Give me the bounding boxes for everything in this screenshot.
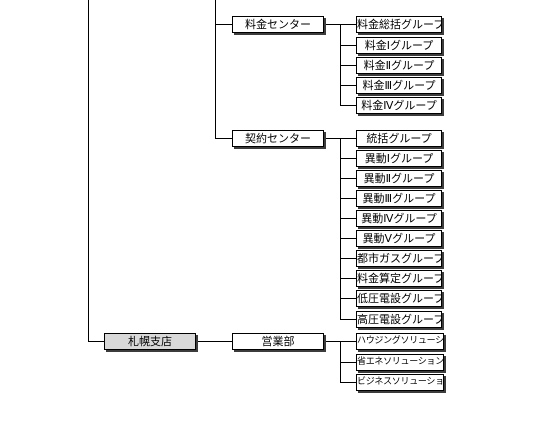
group-box: 異動Ⅳグループ (356, 210, 442, 227)
ryokin-tick (340, 65, 356, 66)
dept-eigyo-box: 営業部 (232, 333, 324, 350)
eigyo-tick (340, 362, 356, 363)
keiyaku-tick (340, 258, 356, 259)
trunk-to-sapporo-line (88, 341, 104, 342)
group-box: 料金総括グループ (356, 16, 442, 33)
eigyo-tick (340, 341, 356, 342)
group-box: 異動Ⅴグループ (356, 230, 442, 247)
ryokin-tick (340, 24, 356, 25)
group-box: 異動Ⅲグループ (356, 190, 442, 207)
group-box: 統括グループ (356, 130, 442, 147)
ryokin-tick (340, 45, 356, 46)
section-box: ハウジングソリューション課 (356, 333, 444, 350)
group-box: 低圧電設グループ (356, 290, 442, 307)
keiyaku-tick (340, 319, 356, 320)
keiyaku-to-groups-line (324, 138, 341, 139)
trunk-line (88, 0, 89, 342)
keiyaku-tick (340, 238, 356, 239)
upper-branch-line (215, 0, 216, 139)
group-box: 料金Ⅲグループ (356, 77, 442, 94)
branch-sapporo-box: 札幌支店 (104, 333, 196, 350)
group-box: 料金Ⅳグループ (356, 97, 442, 114)
group-box: 料金算定グループ (356, 270, 442, 287)
keiyaku-tick (340, 198, 356, 199)
group-box: 異動Ⅰグループ (356, 150, 442, 167)
sapporo-to-eigyo-line (196, 341, 232, 342)
ryokin-tick (340, 105, 356, 106)
section-box: ビジネスソリューション課 (356, 374, 444, 391)
eigyo-tick (340, 382, 356, 383)
ryokin-to-groups-line (324, 24, 341, 25)
section-box: 省エネソリューション課 (356, 354, 444, 371)
keiyaku-tick (340, 218, 356, 219)
dept-keiyaku-center-box: 契約センター (232, 130, 324, 147)
keiyaku-groups-spine (340, 138, 341, 320)
group-box: 料金Ⅰグループ (356, 37, 442, 54)
upper-to-ryokin-line (215, 24, 232, 25)
keiyaku-tick (340, 138, 356, 139)
dept-ryokin-center-box: 料金センター (232, 16, 324, 33)
keiyaku-tick (340, 298, 356, 299)
keiyaku-tick (340, 158, 356, 159)
keiyaku-tick (340, 178, 356, 179)
keiyaku-tick (340, 278, 356, 279)
group-box: 都市ガスグループ (356, 250, 442, 267)
ryokin-tick (340, 85, 356, 86)
group-box: 異動Ⅱグループ (356, 170, 442, 187)
upper-to-keiyaku-line (215, 138, 232, 139)
eigyo-to-groups-line (324, 341, 341, 342)
group-box: 料金Ⅱグループ (356, 57, 442, 74)
group-box: 高圧電設グループ (356, 311, 442, 328)
